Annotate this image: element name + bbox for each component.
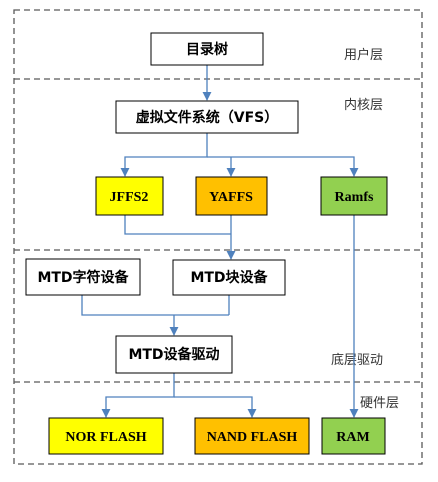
node-mtd-char: MTD字符设备 xyxy=(25,258,141,296)
arrow-vfs-to-jffs2 xyxy=(120,133,208,177)
line-mtd-char-join xyxy=(81,295,229,316)
layer-label-hardware: 硬件层 xyxy=(360,396,399,411)
line-jffs2-join xyxy=(124,215,231,235)
node-ram: RAM xyxy=(321,417,386,455)
node-nor-flash-label: NOR FLASH xyxy=(65,430,146,445)
arrow-driver-to-nor xyxy=(101,373,175,418)
node-ramfs-label: Ramfs xyxy=(335,190,374,205)
node-nand-flash-label: NAND FLASH xyxy=(207,430,298,445)
node-mtd-block-label: MTD块设备 xyxy=(190,269,268,286)
node-tree: 目录树 xyxy=(150,32,264,66)
node-tree-label: 目录树 xyxy=(186,41,228,58)
connectors xyxy=(81,65,359,418)
arrow-driver-to-nand xyxy=(174,396,257,418)
node-yaffs-label: YAFFS xyxy=(209,190,253,205)
node-mtd-block: MTD块设备 xyxy=(172,259,286,296)
layer-label-kernel: 内核层 xyxy=(344,97,383,113)
outer-dashed-border xyxy=(13,9,423,465)
layer-label-user: 用户层 xyxy=(344,47,383,63)
node-jffs2: JFFS2 xyxy=(95,176,164,216)
arrow-vfs-to-ramfs xyxy=(207,156,359,177)
node-vfs: 虚拟文件系统（VFS） xyxy=(115,100,299,134)
node-ramfs: Ramfs xyxy=(320,176,388,216)
node-nand-flash: NAND FLASH xyxy=(194,417,310,455)
node-nor-flash: NOR FLASH xyxy=(48,417,164,455)
node-vfs-label: 虚拟文件系统（VFS） xyxy=(136,109,278,126)
node-mtd-char-label: MTD字符设备 xyxy=(37,269,129,286)
layer-label-driver: 底层驱动 xyxy=(331,352,383,368)
node-mtd-driver: MTD设备驱动 xyxy=(115,335,233,374)
node-jffs2-label: JFFS2 xyxy=(110,190,149,205)
node-yaffs: YAFFS xyxy=(195,176,268,216)
node-mtd-driver-label: MTD设备驱动 xyxy=(128,346,219,363)
node-ram-label: RAM xyxy=(336,430,369,445)
